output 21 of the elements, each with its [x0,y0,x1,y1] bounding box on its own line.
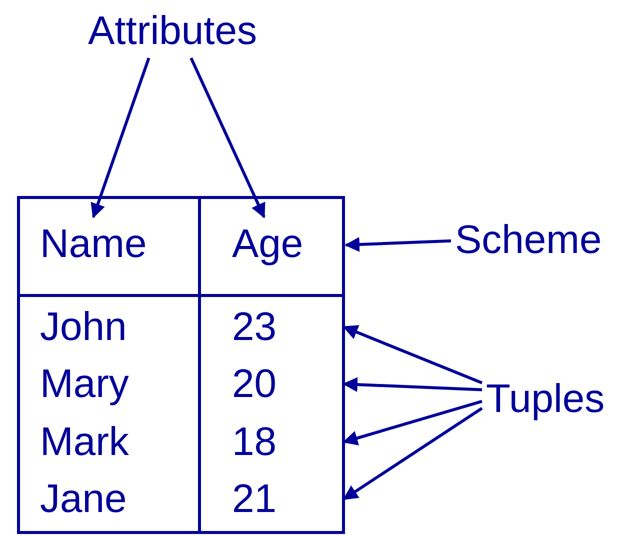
arrow [190,57,266,218]
age-cell: 20 [232,361,276,407]
arrow [90,58,150,218]
arrow [344,237,452,252]
arrow [342,377,482,392]
age-cell: 18 [232,419,276,465]
annotation-label: Tuples [486,376,605,422]
column-header: Age [232,221,304,267]
name-cell: Mark [40,419,129,465]
name-cell: John [40,304,127,350]
name-cell: Jane [40,476,127,522]
arrow [342,400,482,446]
data-table [17,196,345,534]
column-header: Name [40,221,147,267]
age-cell: 23 [232,304,276,350]
annotation-label: Attributes [88,8,257,54]
arrow [342,406,483,500]
name-cell: Mary [40,361,129,407]
age-cell: 21 [232,476,276,522]
annotation-label: Scheme [455,217,602,263]
arrow [342,325,483,384]
